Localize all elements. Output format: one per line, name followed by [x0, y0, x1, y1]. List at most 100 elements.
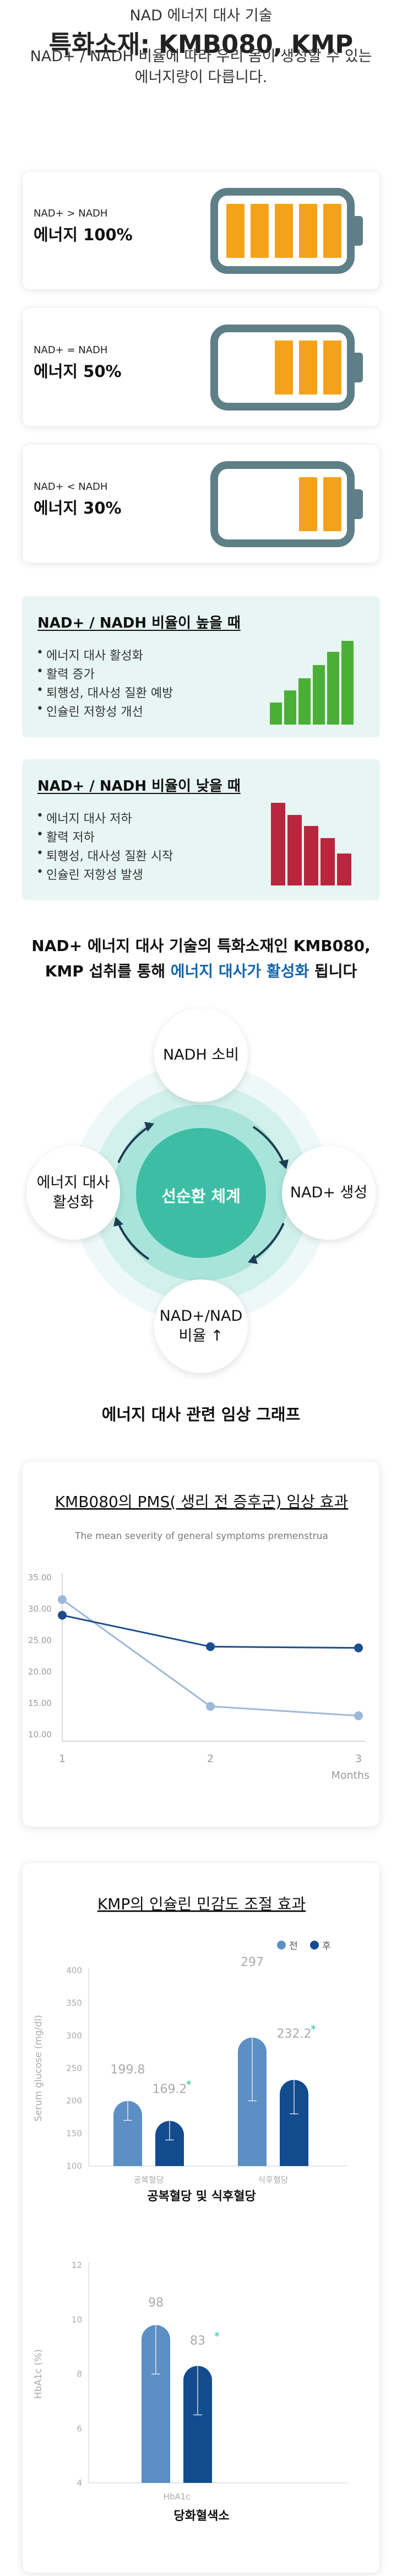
bar [280, 2080, 308, 2166]
y-tick-label: 200 [66, 2096, 82, 2106]
cycle-node-label: NAD+ 생성 [290, 1184, 368, 1201]
y-tick-label: 10 [72, 2315, 82, 2325]
rising-bar [327, 652, 339, 725]
cycle-arrow-arc [117, 1126, 150, 1163]
battery-cell [299, 204, 317, 258]
data-point [58, 1611, 67, 1620]
cycle-node-top: NADH 소비 [154, 1008, 248, 1102]
rising-bar [270, 703, 282, 725]
data-label: 83 [190, 2334, 205, 2348]
page-title: 특화소재: KMB080, KMP [48, 30, 354, 59]
chart-caption: 당화혈색소 [173, 2509, 229, 2523]
legend-label-after: 후 [322, 1941, 331, 1952]
ratio-item: 퇴행성, 대사성 질환 예방 [36, 683, 173, 701]
ratio-item: 퇴행성, 대사성 질환 시작 [36, 846, 173, 864]
legend-swatch-before [277, 1941, 286, 1949]
battery-terminal [351, 353, 363, 382]
bar [113, 2100, 142, 2166]
ratio-title: NAD+ / NADH 비율이 낮을 때 [37, 778, 241, 795]
falling-bar [287, 815, 302, 885]
battery-card-30: NAD+ < NADH 에너지 30% [22, 444, 380, 563]
intro-line-2-post: 됩니다 [309, 962, 357, 980]
battery-card-100: NAD+ > NADH 에너지 100% [22, 171, 380, 290]
bar [142, 2325, 170, 2483]
battery-cell [323, 204, 341, 258]
cycle-arrowhead [248, 1254, 258, 1264]
battery-card-50: NAD+ = NADH 에너지 50% [22, 307, 380, 426]
falling-bar [271, 803, 285, 885]
y-tick-label: 20.00 [28, 1667, 52, 1677]
cycle-arrow-arc [252, 1223, 285, 1260]
intro-line-2-pre: KMP 섭취를 통해 [45, 962, 171, 980]
y-tick-label: 400 [66, 1965, 82, 1975]
section-title: 에너지 대사 관련 임상 그래프 [101, 1405, 301, 1424]
legend-swatch-after [310, 1941, 319, 1949]
data-label: 199.8 [111, 2063, 145, 2077]
cycle-node-right: NAD+ 생성 [282, 1146, 376, 1240]
x-tick-label: 1 [59, 1753, 66, 1765]
significance-mark: * [311, 2023, 316, 2036]
x-tick-label: 2 [207, 1753, 214, 1765]
bar [155, 2121, 184, 2166]
cycle-node-label: NADH 소비 [162, 1046, 240, 1063]
ratio-item: 활력 증가 [36, 665, 95, 682]
y-tick-label: 300 [66, 2030, 82, 2040]
header-description: NAD+ / NADH 비율에 따라 우리 몸이 생성할 수 있는 에너지량이 … [30, 48, 372, 86]
data-label: 169.2 [153, 2083, 187, 2097]
rising-bar [298, 678, 311, 725]
battery-cell [275, 204, 293, 258]
data-point [354, 1643, 363, 1652]
chart-title: KMP의 인슐린 민감도 조절 효과 [97, 1895, 306, 1913]
y-tick-label: 8 [77, 2369, 82, 2379]
rising-bar [341, 641, 354, 725]
series-line [62, 1598, 359, 1717]
rising-bars-icon [270, 641, 354, 725]
y-tick-label: 12 [72, 2260, 82, 2270]
cycle-node-label: 비율 ↑ [178, 1327, 224, 1344]
bar [183, 2366, 212, 2483]
battery-cell [323, 477, 341, 531]
cycle-node-label: 에너지 대사 [36, 1174, 110, 1191]
data-point [354, 1711, 363, 1720]
y-tick-label: 10.00 [28, 1730, 52, 1740]
battery-cell [251, 204, 269, 258]
battery-icon [210, 461, 363, 547]
y-tick-label: 30.00 [28, 1604, 52, 1614]
y-tick-label: 6 [77, 2423, 82, 2433]
battery-cell [323, 341, 341, 395]
ratio-item: 인슐린 저항성 개선 [36, 702, 143, 720]
cycle-arrow-arc [117, 1223, 150, 1260]
intro-text: NAD+ 에너지 대사 기술의 특화소재인 KMB080, KMP 섭취를 통해… [17, 933, 385, 984]
x-tick-label: 공복혈당 [133, 2175, 164, 2185]
battery-cell [226, 204, 245, 258]
falling-bar [337, 854, 351, 885]
chart-caption: 공복혈당 및 식후혈당 [147, 2190, 256, 2204]
cycle-node-label: NAD+/NAD [159, 1308, 243, 1325]
cycle-node-label: 활성화 [52, 1194, 94, 1211]
battery-energy: 에너지 30% [34, 499, 122, 517]
battery-icon [210, 188, 363, 274]
chart-subtitle: The mean severity of general symptoms pr… [74, 1531, 328, 1542]
cycle-node-bottom: NAD+/NAD 비율 ↑ [154, 1279, 248, 1373]
data-label: 232.2 [277, 2027, 312, 2041]
ratio-card-low: NAD+ / NADH 비율이 낮을 때 에너지 대사 저하 활력 저하 퇴행성… [22, 759, 380, 900]
x-tick-label: 3 [355, 1753, 362, 1765]
y-tick-label: 4 [77, 2478, 82, 2488]
data-point [206, 1642, 215, 1651]
cycle-core [136, 1128, 266, 1258]
cycle-arrowhead [144, 1122, 154, 1132]
cycle-arrowhead [279, 1159, 289, 1169]
battery-cell [299, 477, 317, 531]
ratio-item: 에너지 대사 활성화 [36, 646, 143, 663]
y-tick-label: 350 [66, 1998, 82, 2008]
battery-terminal [351, 216, 363, 246]
intro-line-2: KMP 섭취를 통해 에너지 대사가 활성화 됩니다 [17, 959, 385, 984]
x-tick-label: 식후혈당 [258, 2175, 288, 2185]
y-axis-label: HbA1c (%) [33, 2349, 44, 2399]
battery-condition: NAD+ < NADH [34, 481, 108, 493]
intro-highlight: 에너지 대사가 활성화 [170, 962, 309, 980]
